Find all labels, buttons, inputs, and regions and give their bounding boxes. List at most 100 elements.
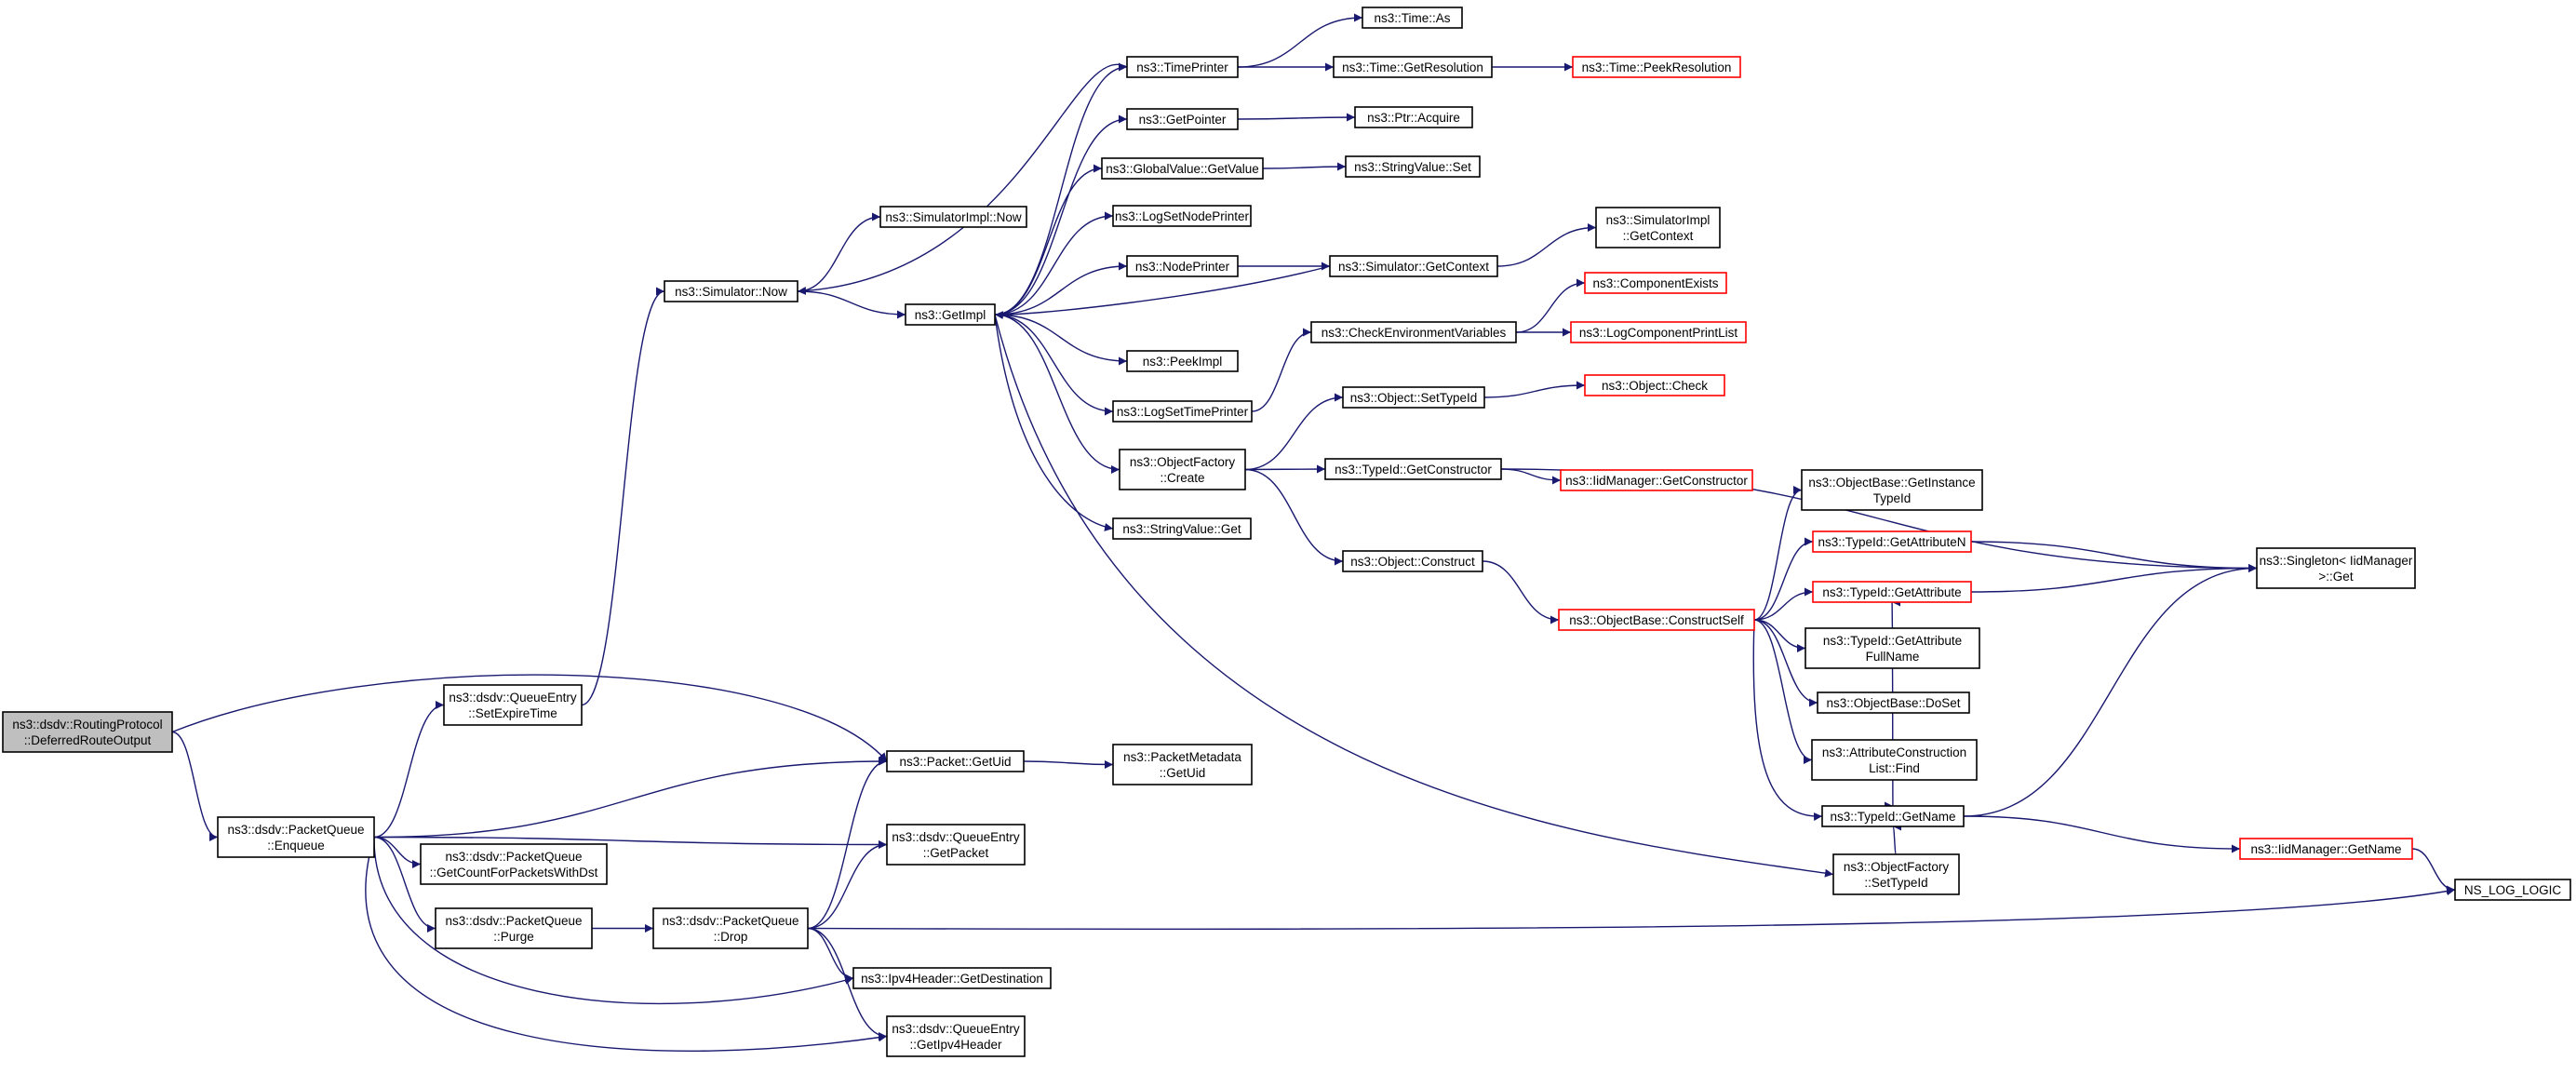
- node-label: ns3::GlobalValue::GetValue: [1106, 162, 1259, 176]
- call-edge-root-to-enqueue: [171, 731, 219, 841]
- edge-line: [994, 314, 1120, 474]
- node-getcount[interactable]: ns3::dsdv::PacketQueue::GetCountForPacke…: [420, 843, 608, 885]
- node-ipv4getdest[interactable]: ns3::Ipv4Header::GetDestination: [852, 967, 1052, 989]
- call-edge-obconstructself-to-acfind: [1753, 619, 1813, 764]
- node-box: [886, 1015, 1026, 1057]
- node-objconstruct[interactable]: ns3::Object::Construct: [1342, 550, 1483, 572]
- node-obconstructself[interactable]: ns3::ObjectBase::ConstructSelf: [1558, 609, 1755, 631]
- node-label: ::GetUid: [1160, 766, 1206, 780]
- node-getimpl[interactable]: ns3::GetImpl: [905, 303, 996, 326]
- node-simimplnow[interactable]: ns3::SimulatorImpl::Now: [879, 206, 1027, 228]
- node-label: ::Create: [1160, 471, 1204, 485]
- call-edge-getimpl-to-logsettimeprinter: [994, 314, 1114, 416]
- node-label: ns3::dsdv::PacketQueue: [445, 914, 582, 928]
- node-timegetres[interactable]: ns3::Time::GetResolution: [1333, 56, 1493, 78]
- edge-line: [1753, 619, 1818, 707]
- node-gvgetvalue[interactable]: ns3::GlobalValue::GetValue: [1101, 157, 1264, 180]
- node-iidgetname[interactable]: ns3::IidManager::GetName: [2239, 838, 2413, 860]
- node-label: TypeId: [1873, 491, 1912, 505]
- node-timeas[interactable]: ns3::Time::As: [1362, 7, 1463, 29]
- call-edge-simgetctx-to-getimpl: [994, 265, 1331, 320]
- call-edge-getimpl-to-logsetnodeprinter: [994, 211, 1114, 315]
- node-label: ns3::LogComponentPrintList: [1579, 326, 1738, 340]
- node-box: [2, 711, 173, 753]
- node-pmgetuid[interactable]: ns3::PacketMetadata::GetUid: [1112, 744, 1253, 785]
- node-timepeekres[interactable]: ns3::Time::PeekResolution: [1572, 56, 1741, 78]
- node-logsettimeprinter[interactable]: ns3::LogSetTimePrinter: [1112, 400, 1253, 423]
- node-label: ns3::Time::As: [1374, 11, 1450, 25]
- node-label: ns3::ObjectFactory: [1130, 455, 1236, 469]
- call-edges: [171, 13, 2456, 1052]
- node-compexists[interactable]: ns3::ComponentExists: [1584, 272, 1727, 294]
- node-svget[interactable]: ns3::StringValue::Get: [1112, 517, 1252, 540]
- node-label: ::Enqueue: [267, 839, 325, 852]
- node-label: ns3::dsdv::PacketQueue: [662, 914, 798, 928]
- node-tidgetname[interactable]: ns3::TypeId::GetName: [1821, 805, 1965, 827]
- node-box: [886, 750, 1025, 772]
- node-nodeprinter[interactable]: ns3::NodePrinter: [1126, 255, 1239, 277]
- node-getpointer[interactable]: ns3::GetPointer: [1126, 108, 1239, 130]
- node-simgetctx[interactable]: ns3::Simulator::GetContext: [1329, 255, 1498, 277]
- edge-line: [1244, 468, 1344, 566]
- node-tidgetattrn[interactable]: ns3::TypeId::GetAttributeN: [1812, 530, 1972, 553]
- node-label: ns3::dsdv::QueueEntry: [892, 1022, 1020, 1036]
- node-purge[interactable]: ns3::dsdv::PacketQueue::Purge: [435, 907, 593, 949]
- node-box: [1126, 350, 1239, 372]
- edge-line: [807, 887, 2456, 931]
- call-edge-objconstruct-to-obconstructself: [1482, 560, 1560, 624]
- node-logsetnodeprinter[interactable]: ns3::LogSetNodePrinter: [1112, 205, 1252, 227]
- node-label: ns3::Object::SetTypeId: [1350, 391, 1478, 405]
- edge-line: [171, 674, 888, 762]
- node-ofcreate[interactable]: ns3::ObjectFactory::Create: [1119, 449, 1246, 490]
- node-qegetipv4[interactable]: ns3::dsdv::QueueEntry::GetIpv4Header: [886, 1015, 1026, 1057]
- node-checkenv[interactable]: ns3::CheckEnvironmentVariables: [1310, 321, 1517, 343]
- node-enqueue[interactable]: ns3::dsdv::PacketQueue::Enqueue: [217, 816, 375, 858]
- node-box: [1342, 386, 1485, 409]
- call-edge-obconstructself-to-obgetinst: [1753, 486, 1803, 621]
- call-edge-gvgetvalue-to-svset: [1262, 162, 1347, 171]
- node-obdoset[interactable]: ns3::ObjectBase::DoSet: [1817, 691, 1970, 714]
- node-drop[interactable]: ns3::dsdv::PacketQueue::Drop: [652, 907, 809, 949]
- node-nslog[interactable]: NS_LOG_LOGIC: [2454, 879, 2571, 901]
- node-timeprinter[interactable]: ns3::TimePrinter: [1126, 56, 1239, 78]
- node-packetgetuid[interactable]: ns3::Packet::GetUid: [886, 750, 1025, 772]
- edge-line: [1963, 564, 2258, 817]
- call-edge-getimpl-to-getpointer: [994, 114, 1128, 315]
- node-peekimpl[interactable]: ns3::PeekImpl: [1126, 350, 1239, 372]
- node-svset[interactable]: ns3::StringValue::Set: [1345, 155, 1481, 178]
- node-ofsettypeid[interactable]: ns3::ObjectFactory::SetTypeId: [1832, 853, 1960, 895]
- node-tidgetattr[interactable]: ns3::TypeId::GetAttribute: [1812, 581, 1972, 603]
- node-label: ns3::SimulatorImpl: [1606, 213, 1711, 227]
- node-setexpire[interactable]: ns3::dsdv::QueueEntry::SetExpireTime: [443, 684, 583, 726]
- edge-line: [373, 836, 422, 868]
- node-objsettypeid[interactable]: ns3::Object::SetTypeId: [1342, 386, 1485, 409]
- node-label: ::GetPacket: [923, 846, 989, 860]
- node-singletonget[interactable]: ns3::Singleton< IidManager>::Get: [2256, 547, 2416, 589]
- node-label: ns3::ObjectBase::DoSet: [1826, 696, 1960, 710]
- node-label: ns3::AttributeConstruction: [1822, 745, 1966, 759]
- edge-line: [994, 265, 1331, 320]
- edge-line: [1244, 393, 1344, 471]
- node-box: [1558, 609, 1755, 631]
- node-iidgetctor[interactable]: ns3::IidManager::GetConstructor: [1560, 469, 1753, 491]
- node-qegetpacket[interactable]: ns3::dsdv::QueueEntry::GetPacket: [886, 824, 1026, 866]
- node-logcompprint[interactable]: ns3::LogComponentPrintList: [1570, 321, 1747, 343]
- node-root[interactable]: ns3::dsdv::RoutingProtocol::DeferredRout…: [2, 711, 173, 753]
- node-tidgetctor[interactable]: ns3::TypeId::GetConstructor: [1324, 458, 1502, 480]
- edge-line: [1251, 328, 1312, 412]
- node-simnow[interactable]: ns3::Simulator::Now: [664, 280, 798, 302]
- node-objcheck[interactable]: ns3::Object::Check: [1584, 374, 1725, 396]
- node-box: [1560, 469, 1753, 491]
- edge-line: [1970, 541, 2258, 572]
- node-ptracquire[interactable]: ns3::Ptr::Acquire: [1354, 106, 1473, 128]
- node-box: [1832, 853, 1960, 895]
- node-label: ns3::ObjectFactory: [1844, 860, 1950, 874]
- node-simimplgetctx[interactable]: ns3::SimulatorImpl::GetContext: [1595, 207, 1721, 248]
- call-edge-packetgetuid-to-pmgetuid: [1023, 759, 1114, 769]
- node-label: ::SetTypeId: [1864, 876, 1927, 890]
- node-label: ns3::dsdv::PacketQueue: [227, 823, 364, 837]
